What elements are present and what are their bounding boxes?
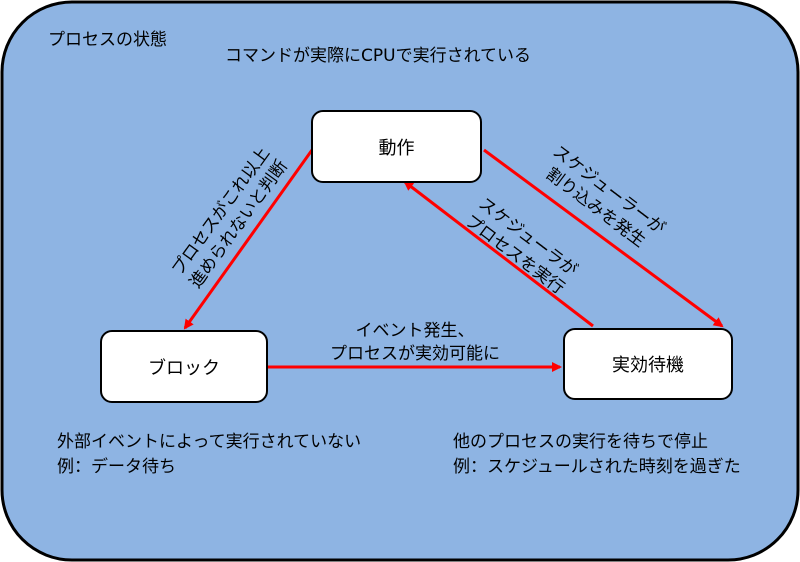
ready-description: 他のプロセスの実行を待ちで停止 xyxy=(453,432,708,452)
state-blocked-label: ブロック xyxy=(148,357,220,379)
transition-blocked-to-ready-label: イベント発生、 プロセスが実効可能に xyxy=(300,320,530,366)
blocked-example: 例：データ待ち xyxy=(57,457,176,477)
arrow-ready-to-running xyxy=(403,180,594,328)
blocked-description: 外部イベントによって実行されていない xyxy=(57,432,362,452)
transition-blocked-to-ready-line1: イベント発生、 xyxy=(355,321,475,341)
state-blocked: ブロック xyxy=(100,330,268,403)
state-ready: 実効待機 xyxy=(563,328,733,400)
state-running-label: 動作 xyxy=(378,137,415,159)
state-running: 動作 xyxy=(311,110,482,183)
ready-example: 例：スケジュールされた時刻を過ぎた xyxy=(453,457,741,477)
running-description: コマンドが実際にCPUで実行されている xyxy=(225,46,532,66)
diagram-title: プロセスの状態 xyxy=(48,30,167,50)
transition-blocked-to-ready-line2: プロセスが実効可能に xyxy=(330,344,500,364)
state-ready-label: 実効待機 xyxy=(612,355,684,376)
arrow-running-to-blocked xyxy=(183,149,314,330)
arrow-running-to-ready xyxy=(483,148,724,328)
